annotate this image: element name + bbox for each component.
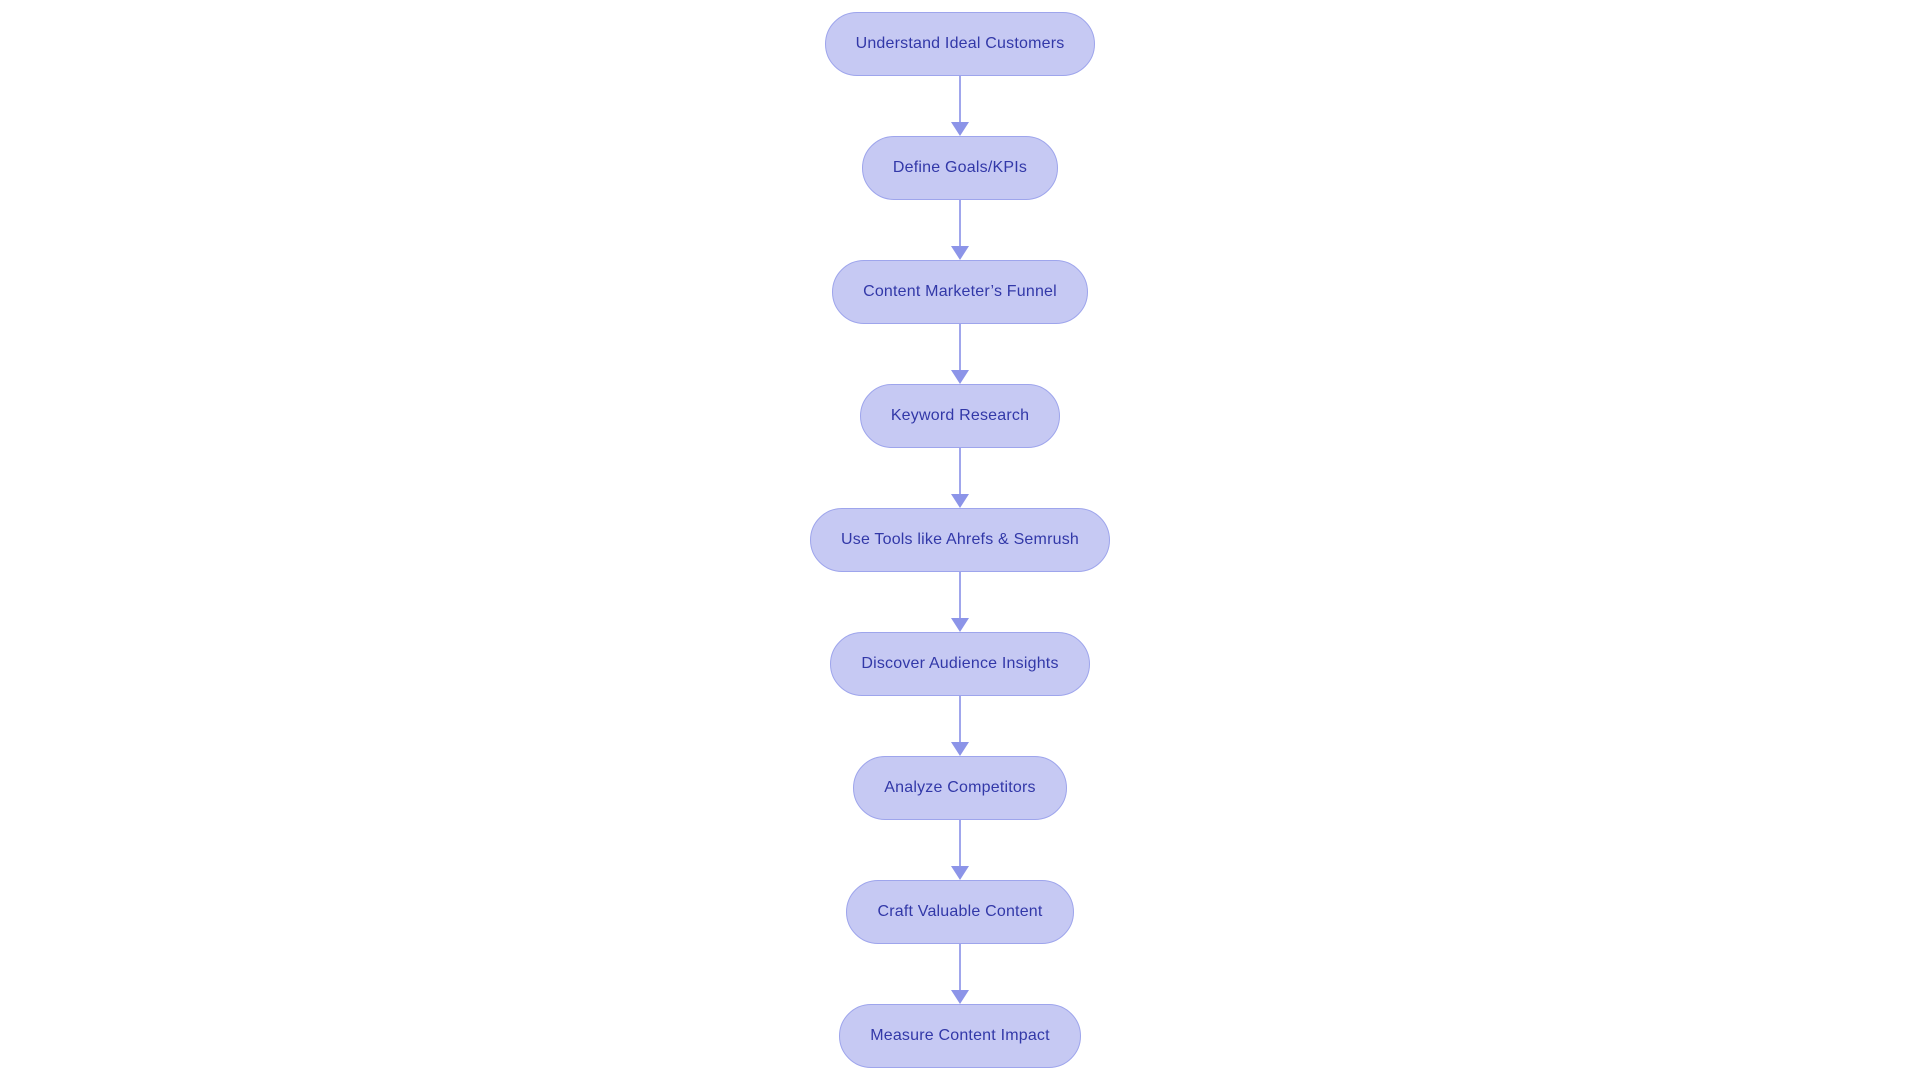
arrow-down-icon [951,742,969,756]
flowchart-node-label: Analyze Competitors [884,779,1036,796]
connector-arrow [951,448,969,508]
flowchart-node-label: Use Tools like Ahrefs & Semrush [840,531,1079,548]
flowchart-node-label: Define Goals/KPIs [892,159,1028,176]
arrow-down-icon [951,370,969,384]
arrow-line [958,696,962,742]
arrow-line [958,448,962,494]
connector-arrow [951,76,969,136]
flowchart-node-n6: Discover Audience Insights [830,632,1090,696]
flowchart-node-n4: Keyword Research [859,384,1061,448]
flowchart-node-n8: Craft Valuable Content [846,880,1074,944]
arrow-line [958,572,962,618]
arrow-line [958,76,962,122]
connector-arrow [951,324,969,384]
arrow-down-icon [951,866,969,880]
flowchart-node-label: Keyword Research [890,407,1030,424]
arrow-line [958,820,962,866]
arrow-down-icon [951,618,969,632]
connector-arrow [951,200,969,260]
arrow-line [958,324,962,370]
arrow-line [958,944,962,990]
flowchart-node-n7: Analyze Competitors [853,756,1067,820]
arrow-down-icon [951,246,969,260]
flowchart-node-label: Understand Ideal Customers [855,35,1065,52]
arrow-down-icon [951,990,969,1004]
flowchart-node-label: Measure Content Impact [870,1027,1050,1044]
flowchart-node-n9: Measure Content Impact [839,1004,1081,1068]
flowchart-node-n3: Content Marketer’s Funnel [832,260,1088,324]
flowchart-node-label: Content Marketer’s Funnel [863,283,1057,300]
flowchart-node-label: Discover Audience Insights [861,655,1059,672]
connector-arrow [951,944,969,1004]
arrow-line [958,200,962,246]
flowchart-node-label: Craft Valuable Content [877,903,1043,920]
arrow-down-icon [951,494,969,508]
flowchart-node-n1: Understand Ideal Customers [824,12,1096,76]
flowchart-node-n5: Use Tools like Ahrefs & Semrush [809,508,1110,572]
connector-arrow [951,572,969,632]
flowchart-node-n2: Define Goals/KPIs [861,136,1059,200]
connector-arrow [951,696,969,756]
arrow-down-icon [951,122,969,136]
connector-arrow [951,820,969,880]
